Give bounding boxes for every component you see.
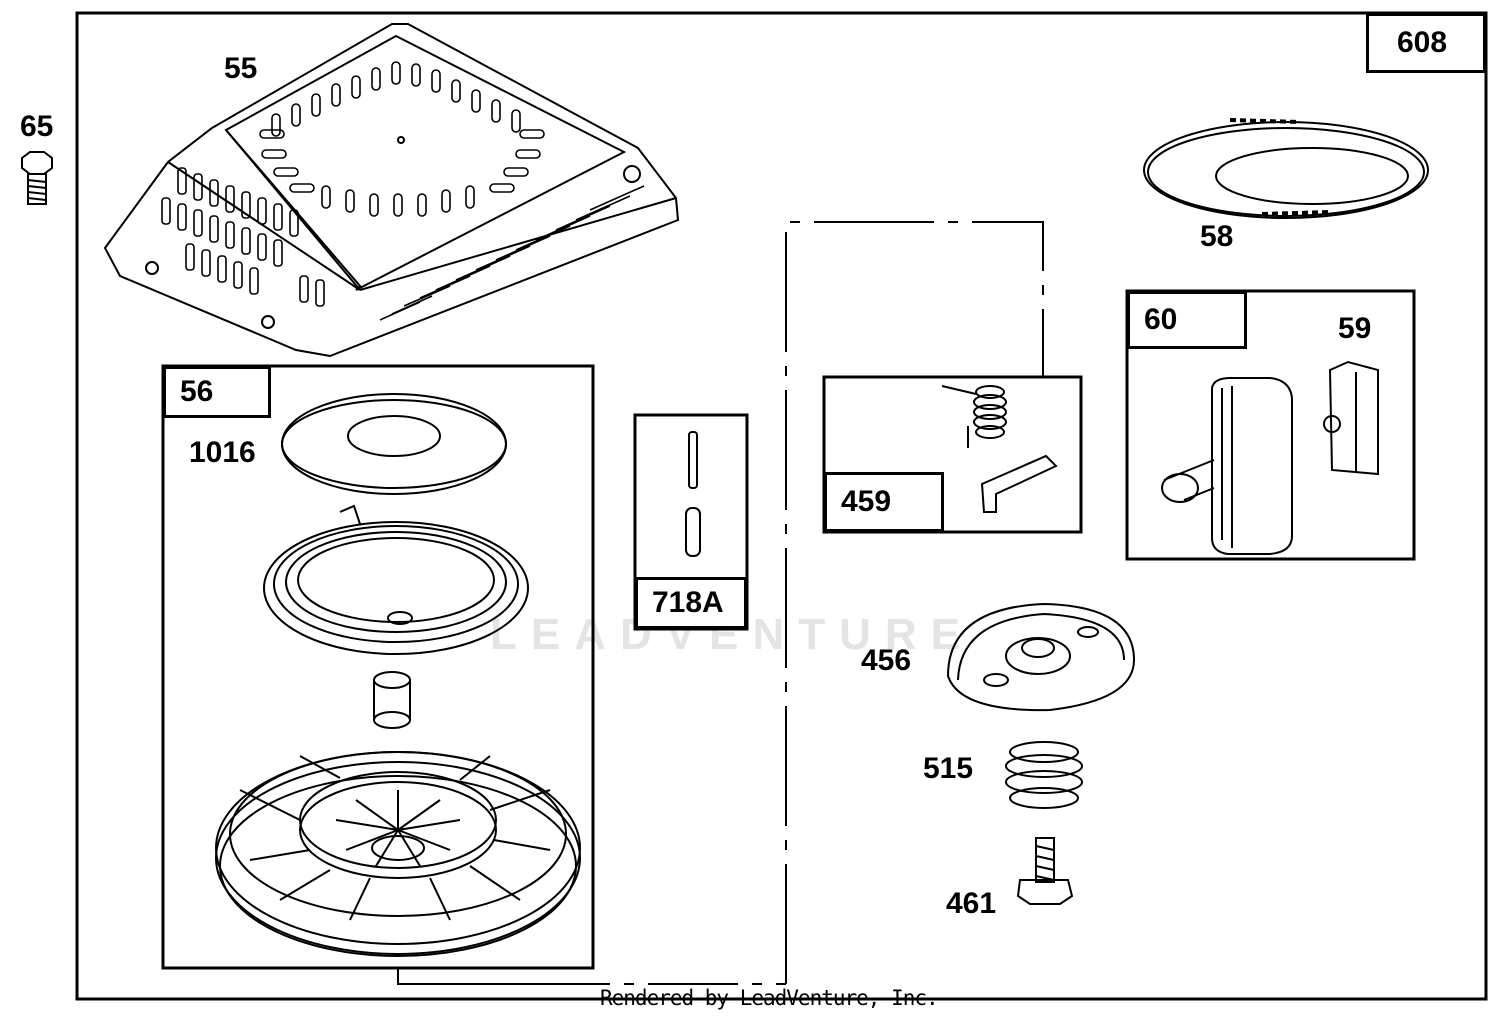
rendered-by-footer: Rendered by LeadVenture, Inc. (600, 986, 939, 1010)
kit-459-tag: 459 (824, 472, 944, 532)
insert-59-drawing (1323, 360, 1379, 476)
part-56-label: 56 (180, 375, 214, 408)
kit-60-box (1125, 289, 1416, 561)
part-58-label: 58 (1200, 220, 1234, 253)
pawl-spring-drawing (941, 385, 1007, 448)
part-1016-label: 1016 (189, 436, 256, 469)
part-461-label: 461 (946, 887, 997, 920)
part-60-label: 60 (1144, 303, 1178, 336)
kit-718a-box (633, 413, 749, 631)
part-456-label: 456 (861, 644, 912, 677)
kit-60-tag: 60 (1127, 291, 1247, 349)
part-59-label: 59 (1338, 312, 1372, 345)
part-65-label: 65 (20, 110, 54, 143)
pin-drawing (685, 431, 701, 557)
part-459-label: 459 (841, 485, 892, 518)
kit-56-tag: 56 (163, 366, 271, 418)
starter-pulley-drawing (215, 751, 581, 957)
kit-608-tag: 608 (1366, 13, 1486, 73)
leader-56 (397, 968, 520, 985)
rewind-spring-drawing (263, 504, 529, 655)
handle-drawing (1161, 377, 1293, 555)
bolt-65-drawing (21, 151, 53, 205)
part-718a-label: 718A (652, 586, 724, 619)
spacer-drawing (373, 671, 411, 729)
pawl-retainer-drawing (946, 602, 1136, 712)
washer-1016-drawing (281, 393, 507, 495)
outer-frame (75, 11, 1488, 1001)
screw-461-drawing (1016, 837, 1074, 905)
rope-58-drawing (1143, 118, 1429, 219)
leader-main (785, 221, 1044, 984)
kit-718a-tag: 718A (635, 577, 747, 629)
spring-515-drawing (1005, 741, 1083, 809)
kit-608-label: 608 (1397, 26, 1448, 59)
kit-459-box (822, 375, 1083, 534)
part-55-label: 55 (224, 52, 258, 85)
kit-56-box (161, 364, 595, 970)
part-515-label: 515 (923, 752, 974, 785)
pawl-drawing (980, 454, 1058, 513)
blower-housing-55-drawing (103, 23, 680, 358)
